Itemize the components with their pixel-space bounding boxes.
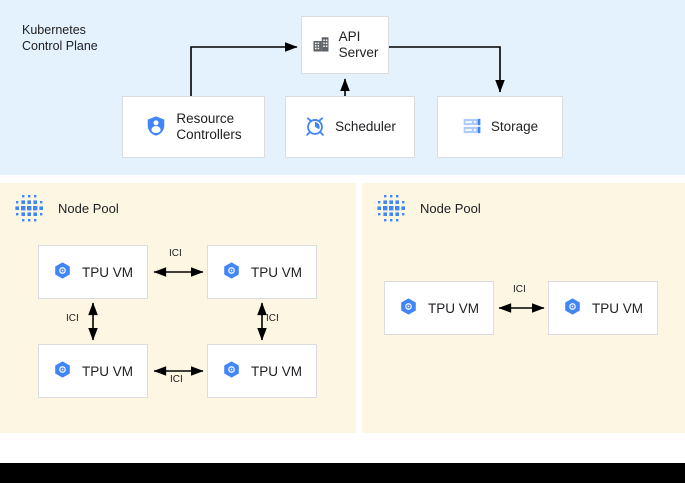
tpu-hexagon-icon — [222, 261, 241, 283]
tpu-hexagon-icon — [53, 261, 72, 283]
bottom-bar — [0, 463, 685, 483]
ici-link-label: ICI — [169, 248, 182, 259]
node-pool-left-title: Node Pool — [58, 201, 119, 216]
api-server-label: API Server — [338, 29, 379, 60]
alarm-clock-icon — [304, 115, 326, 140]
resource-controllers-label: Resource Controllers — [176, 111, 242, 142]
ici-link-label: ICI — [513, 284, 526, 295]
node-pool-right-title: Node Pool — [420, 201, 481, 216]
ici-link-label: ICI — [66, 313, 79, 324]
tpu-hexagon-icon — [53, 360, 72, 382]
tpu-vm-label: TPU VM — [250, 264, 302, 280]
node-pool-dots-icon — [14, 193, 48, 227]
storage-label: Storage — [490, 119, 539, 134]
tpu-vm-box[interactable]: TPU VM — [207, 245, 317, 299]
shield-user-icon — [145, 115, 167, 140]
scheduler-label: Scheduler — [335, 119, 396, 134]
tpu-vm-label: TPU VM — [81, 264, 133, 280]
scheduler-box[interactable]: Scheduler — [285, 96, 415, 158]
tpu-vm-box[interactable]: TPU VM — [38, 344, 148, 398]
tpu-vm-label: TPU VM — [250, 363, 302, 379]
tpu-vm-box[interactable]: TPU VM — [548, 281, 658, 335]
tpu-hexagon-icon — [399, 297, 418, 319]
ici-link-label: ICI — [170, 374, 183, 385]
tpu-vm-box[interactable]: TPU VM — [38, 245, 148, 299]
storage-box[interactable]: Storage — [437, 96, 563, 158]
resource-controllers-box[interactable]: Resource Controllers — [122, 96, 265, 158]
tpu-hexagon-icon — [222, 360, 241, 382]
tpu-hexagon-icon — [563, 297, 582, 319]
tpu-vm-label: TPU VM — [81, 363, 133, 379]
ici-link-label: ICI — [266, 313, 279, 324]
building-icon — [312, 35, 330, 56]
tpu-vm-box[interactable]: TPU VM — [384, 281, 494, 335]
storage-server-icon — [462, 116, 482, 139]
tpu-vm-box[interactable]: TPU VM — [207, 344, 317, 398]
api-server-box[interactable]: API Server — [301, 16, 389, 74]
control-plane-title: Kubernetes Control Plane — [22, 23, 98, 53]
tpu-vm-label: TPU VM — [591, 300, 643, 316]
tpu-vm-label: TPU VM — [427, 300, 479, 316]
node-pool-dots-icon — [376, 193, 410, 227]
